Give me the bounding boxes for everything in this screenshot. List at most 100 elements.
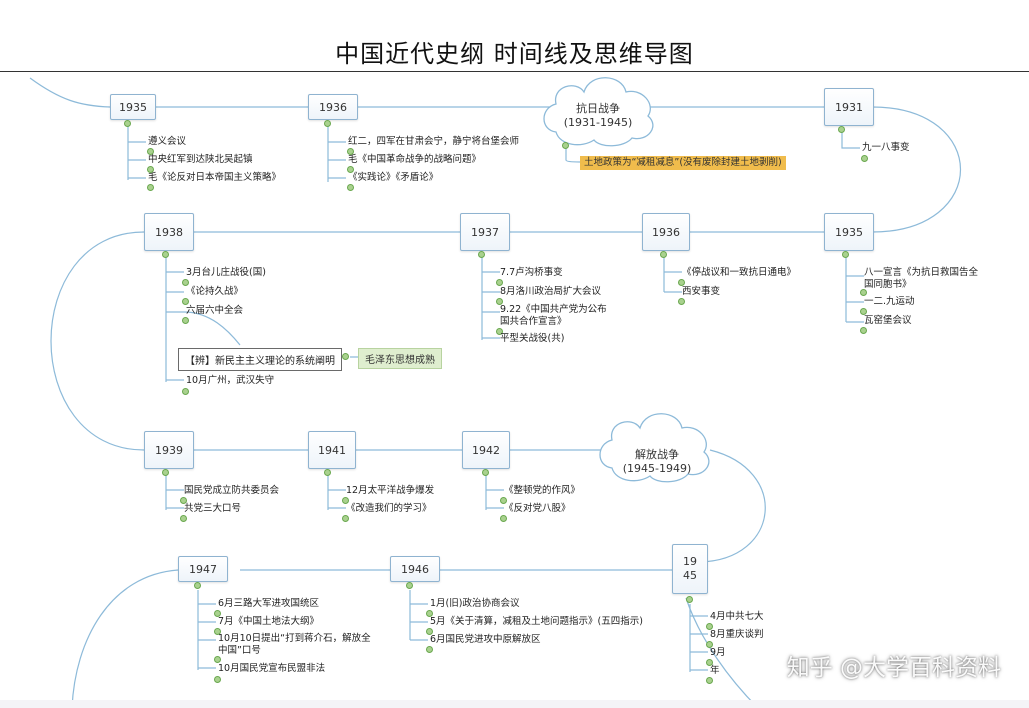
list-item: 12月太平洋战争爆发 (346, 485, 435, 496)
expand-icon[interactable] (426, 628, 433, 635)
list-item: 西安事变 (682, 286, 721, 297)
expand-icon[interactable] (860, 308, 867, 315)
expand-icon[interactable] (426, 610, 433, 617)
theory-note-box: 【辨】新民主主义理论的系统阐明 (178, 348, 342, 371)
list-item: 一二.九运动 (864, 296, 915, 307)
list-item: 《停战议和一致抗日通电》 (682, 267, 797, 278)
expand-icon[interactable] (214, 628, 221, 635)
year-node-1931[interactable]: 1931 (824, 88, 874, 126)
expand-icon[interactable] (838, 126, 845, 133)
list-item: 红二，四军在甘肃会宁，静宁将台堡会师 (348, 136, 520, 147)
year-node-1945[interactable]: 19 45 (672, 544, 708, 594)
list-item: 《论持久战》 (186, 286, 244, 297)
expand-icon[interactable] (496, 279, 503, 286)
year-node-1939[interactable]: 1939 (144, 431, 194, 469)
expand-icon[interactable] (180, 497, 187, 504)
list-item: 9月 (710, 647, 726, 658)
list-item: 平型关战役(共) (500, 333, 565, 344)
expand-icon[interactable] (147, 184, 154, 191)
expand-icon[interactable] (214, 656, 221, 663)
expand-icon[interactable] (842, 251, 849, 258)
kangri-years: (1931-1945) (563, 116, 633, 129)
expand-icon[interactable] (706, 623, 713, 630)
expand-icon[interactable] (347, 148, 354, 155)
jiefang-cloud[interactable]: 解放战争 (1945-1949) (612, 448, 702, 476)
expand-icon[interactable] (180, 515, 187, 522)
expand-icon[interactable] (860, 327, 867, 334)
expand-icon[interactable] (500, 497, 507, 504)
expand-icon[interactable] (861, 155, 868, 162)
year-node-1935-top[interactable]: 1935 (110, 94, 156, 120)
year-node-1942[interactable]: 1942 (462, 431, 510, 469)
land-policy-note: 土地政策为“减租减息”(没有废除封建土地剥削) (580, 156, 786, 170)
expand-icon[interactable] (860, 289, 867, 296)
list-item: 共党三大口号 (184, 503, 242, 514)
list-item: 中央红军到达陕北吴起镇 (148, 154, 253, 165)
expand-icon[interactable] (562, 142, 569, 149)
jiefang-title: 解放战争 (635, 448, 679, 461)
expand-icon[interactable] (347, 184, 354, 191)
expand-icon[interactable] (706, 677, 713, 684)
expand-icon[interactable] (147, 166, 154, 173)
year-node-1936-top[interactable]: 1936 (308, 94, 358, 120)
year-node-1935-mid[interactable]: 1935 (824, 213, 874, 251)
list-item: 《改造我们的学习》 (346, 503, 432, 514)
list-item: 10月国民党宣布民盟非法 (218, 663, 326, 674)
jiefang-cloud-shape (599, 413, 710, 483)
list-item: 国民党成立防共委员会 (184, 485, 280, 496)
list-item: 9.22《中国共产党为公布国共合作宣言》 (500, 304, 607, 327)
expand-icon[interactable] (706, 641, 713, 648)
expand-icon[interactable] (660, 251, 667, 258)
expand-icon[interactable] (706, 659, 713, 666)
list-item: 毛《论反对日本帝国主义策略》 (148, 172, 282, 183)
expand-icon[interactable] (482, 469, 489, 476)
expand-icon[interactable] (194, 582, 201, 589)
jiefang-years: (1945-1949) (622, 462, 692, 475)
expand-icon[interactable] (406, 582, 413, 589)
expand-icon[interactable] (686, 596, 693, 603)
expand-icon[interactable] (147, 148, 154, 155)
expand-icon[interactable] (214, 610, 221, 617)
list-item: 4月中共七大 (710, 611, 764, 622)
list-item: 八一宣言《为抗日救国告全国同胞书》 (864, 267, 979, 290)
expand-icon[interactable] (324, 469, 331, 476)
list-item: 8月重庆谈判 (710, 629, 764, 640)
expand-icon[interactable] (182, 298, 189, 305)
year-node-1947[interactable]: 1947 (178, 556, 228, 582)
expand-icon[interactable] (162, 251, 169, 258)
expand-icon[interactable] (496, 298, 503, 305)
expand-icon[interactable] (678, 279, 685, 286)
kangri-cloud[interactable]: 抗日战争 (1931-1945) (556, 102, 640, 130)
year-node-1936-mid[interactable]: 1936 (642, 213, 690, 251)
list-item: 1月(旧)政治协商会议 (430, 598, 520, 609)
list-item: 6月三路大军进攻国统区 (218, 598, 320, 609)
expand-icon[interactable] (182, 317, 189, 324)
list-item: 年 (710, 665, 720, 676)
year-node-1938[interactable]: 1938 (144, 213, 194, 251)
expand-icon[interactable] (342, 497, 349, 504)
list-item: 3月台儿庄战役(国) (186, 267, 266, 278)
expand-icon[interactable] (182, 279, 189, 286)
expand-icon[interactable] (162, 469, 169, 476)
expand-icon[interactable] (324, 120, 331, 127)
expand-icon[interactable] (342, 515, 349, 522)
expand-icon[interactable] (214, 676, 221, 683)
expand-icon[interactable] (342, 353, 349, 360)
expand-icon[interactable] (182, 388, 189, 395)
expand-icon[interactable] (496, 328, 503, 335)
thought-mature-tag: 毛泽东思想成熟 (358, 348, 442, 369)
list-item: 7月《中国土地法大纲》 (218, 616, 320, 627)
list-item: 九一八事变 (862, 142, 910, 153)
expand-icon[interactable] (678, 298, 685, 305)
expand-icon[interactable] (347, 166, 354, 173)
year-node-1946[interactable]: 1946 (390, 556, 440, 582)
expand-icon[interactable] (500, 515, 507, 522)
year-node-1937[interactable]: 1937 (460, 213, 510, 251)
list-item: 10月广州，武汉失守 (186, 375, 275, 386)
year-node-1941[interactable]: 1941 (308, 431, 356, 469)
expand-icon[interactable] (124, 120, 131, 127)
expand-icon[interactable] (478, 251, 485, 258)
list-item: 5月《关于清算，减租及土地问题指示》(五四指示) (430, 616, 643, 627)
expand-icon[interactable] (426, 646, 433, 653)
